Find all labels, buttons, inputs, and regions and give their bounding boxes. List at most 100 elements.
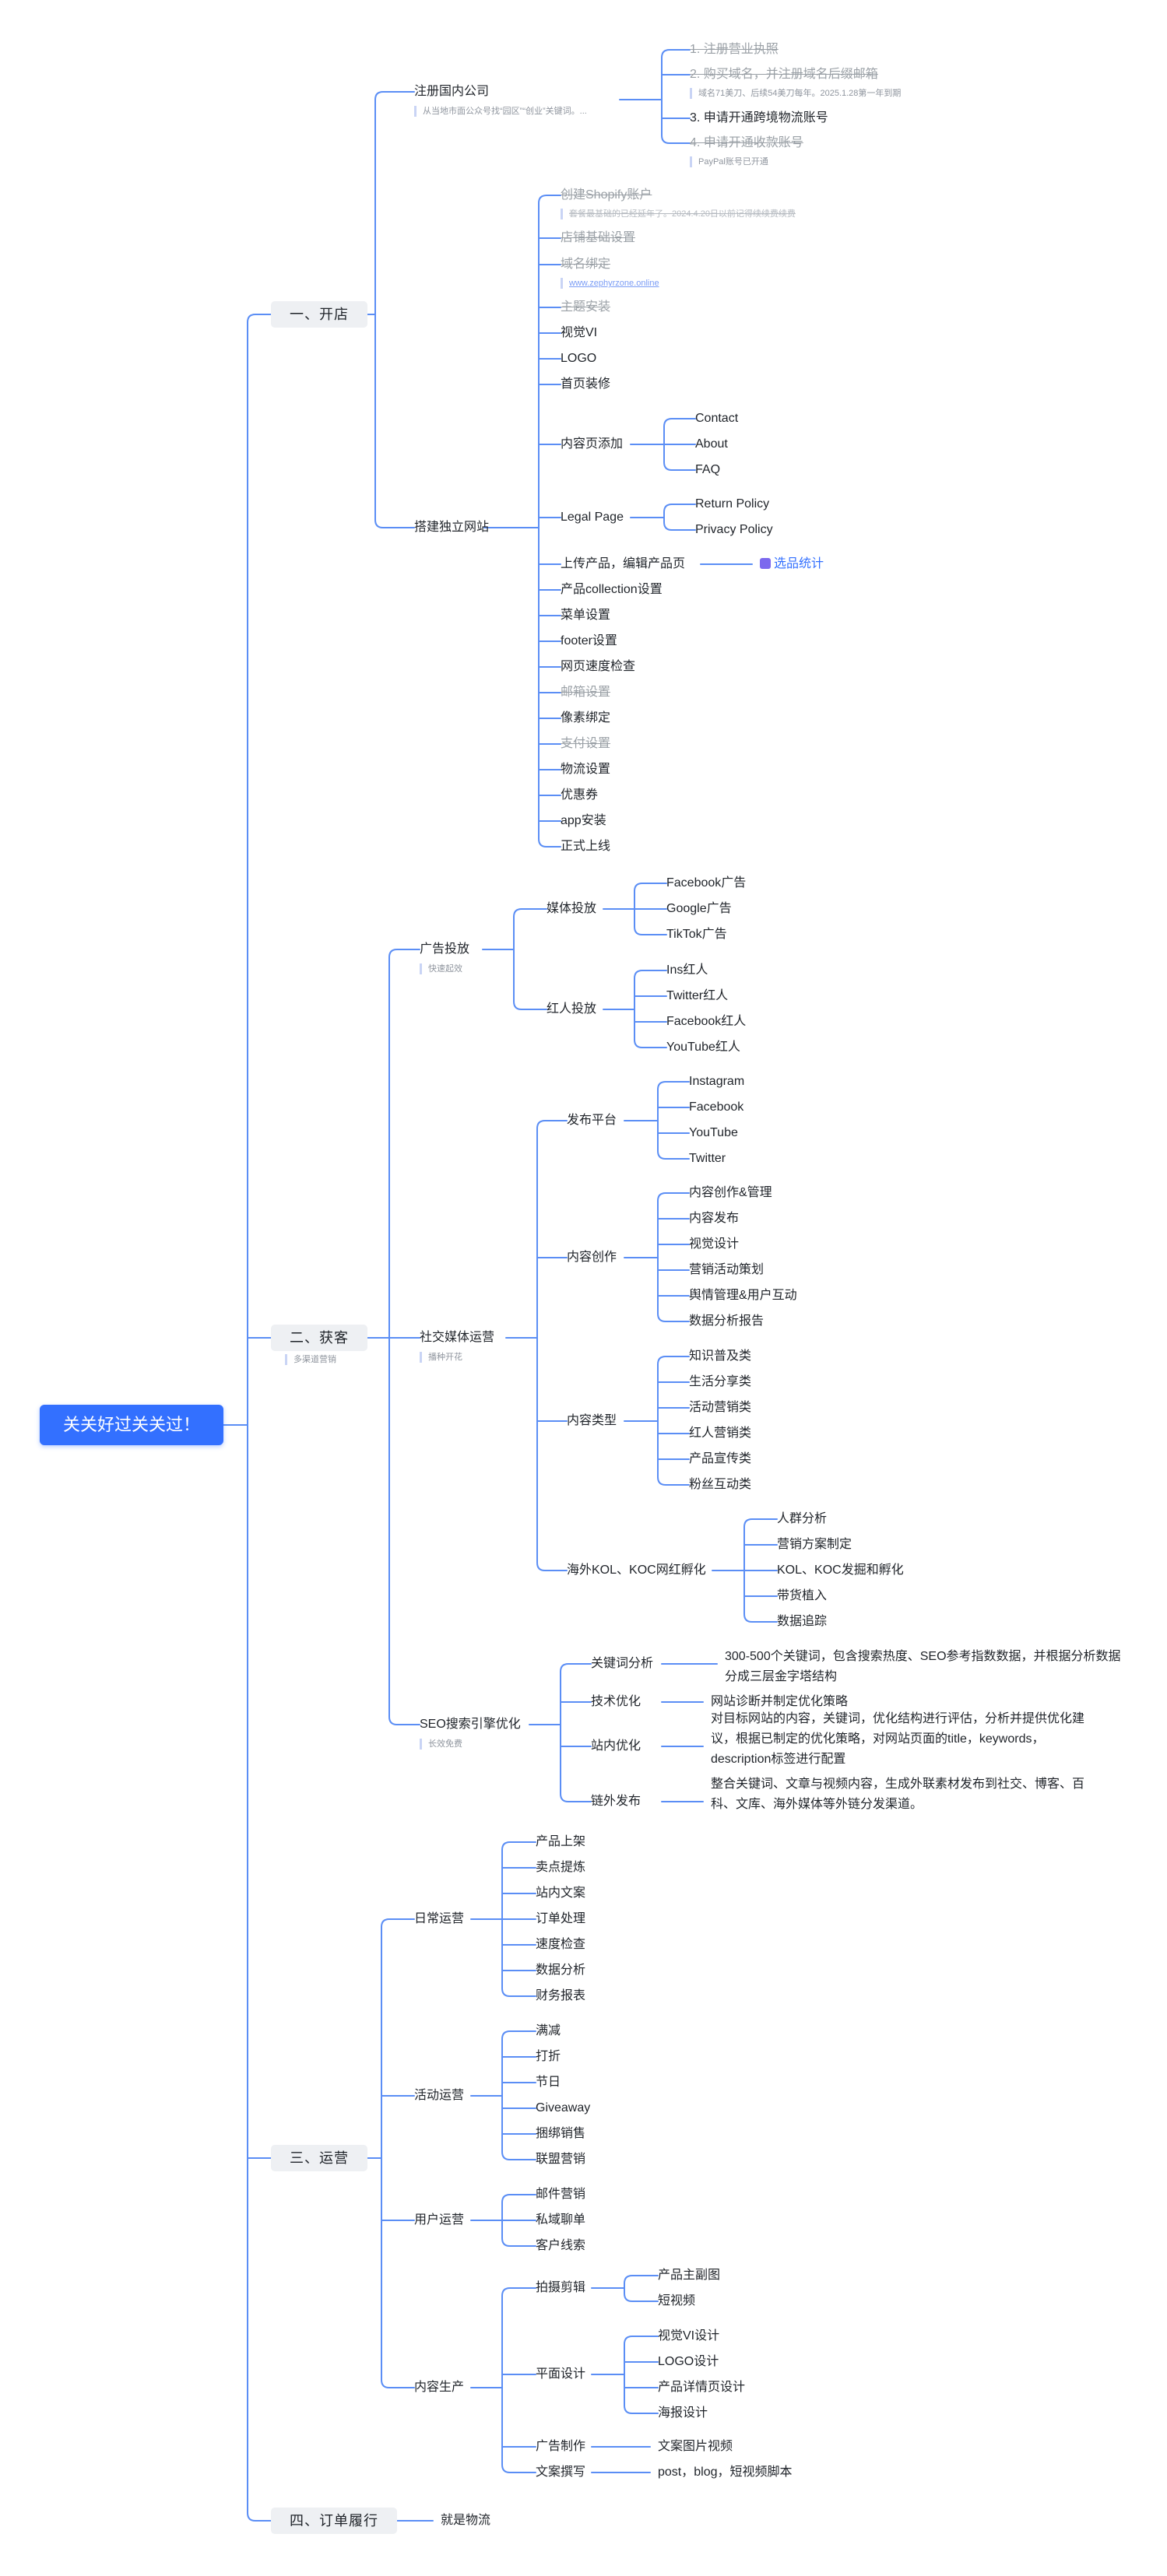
node-return-policy[interactable]: Return Policy: [695, 497, 770, 511]
node-logo[interactable]: LOGO: [561, 352, 597, 365]
site-task-item[interactable]: 支付设置: [561, 737, 611, 750]
node-publish-platform[interactable]: 发布平台: [567, 1114, 617, 1127]
content-type-item[interactable]: 生活分享类: [689, 1375, 752, 1388]
site-task-item[interactable]: footer设置: [561, 634, 617, 648]
kol-item[interactable]: 营销方案制定: [777, 1538, 852, 1551]
daily-ops-item[interactable]: 站内文案: [536, 1886, 586, 1900]
content-type-item[interactable]: 红人营销类: [689, 1427, 752, 1440]
kol-item[interactable]: 数据追踪: [777, 1615, 828, 1628]
content-type-item[interactable]: 知识普及类: [689, 1349, 752, 1363]
activity-ops-item[interactable]: Giveaway: [536, 2101, 591, 2114]
node-ads[interactable]: 广告投放: [420, 942, 470, 956]
creation-item[interactable]: 营销活动策划: [689, 1263, 765, 1276]
node-ins-influencer[interactable]: Ins红人: [666, 963, 708, 977]
node-product-images[interactable]: 产品主副图: [658, 2269, 721, 2282]
node-seo[interactable]: SEO搜索引擎优化: [420, 1718, 521, 1731]
node-contact[interactable]: Contact: [695, 412, 739, 425]
node-content-production[interactable]: 内容生产: [414, 2381, 465, 2394]
node-media-ads[interactable]: 媒体投放: [547, 902, 597, 915]
daily-ops-item[interactable]: 卖点提炼: [536, 1861, 586, 1874]
site-task-item[interactable]: app安装: [561, 814, 606, 827]
node-create-shopify[interactable]: 创建Shopify账户: [561, 188, 652, 202]
node-daily-ops[interactable]: 日常运营: [414, 1912, 465, 1925]
activity-ops-item[interactable]: 满减: [536, 2024, 561, 2037]
node-influencer-ads[interactable]: 红人投放: [547, 1002, 597, 1016]
node-ad-production[interactable]: 广告制作: [536, 2440, 586, 2453]
node-user-ops[interactable]: 用户运营: [414, 2213, 465, 2227]
site-task-item[interactable]: 优惠券: [561, 788, 599, 802]
creation-item[interactable]: 数据分析报告: [689, 1314, 765, 1328]
node-legal-page[interactable]: Legal Page: [561, 511, 624, 524]
node-graphic-design[interactable]: 平面设计: [536, 2367, 586, 2381]
site-task-item[interactable]: 网页速度检查: [561, 660, 636, 673]
daily-ops-item[interactable]: 订单处理: [536, 1912, 586, 1925]
activity-ops-item[interactable]: 打折: [536, 2050, 561, 2063]
link-domain[interactable]: www.zephyrzone.online: [561, 278, 659, 289]
creation-item[interactable]: 内容发布: [689, 1212, 740, 1225]
node-logo-design[interactable]: LOGO设计: [658, 2355, 719, 2368]
node-instagram[interactable]: Instagram: [689, 1075, 745, 1088]
node-detail-page-design[interactable]: 产品详情页设计: [658, 2381, 746, 2394]
node-keyword-analysis[interactable]: 关键词分析: [591, 1657, 654, 1670]
kol-item[interactable]: KOL、KOC发掘和孵化: [777, 1563, 904, 1577]
node-twitter-influencer[interactable]: Twitter红人: [666, 989, 729, 1002]
node-payment-account[interactable]: 4. 申请开通收款账号: [690, 136, 803, 149]
activity-ops-item[interactable]: 节日: [536, 2076, 561, 2089]
site-task-item[interactable]: 像素绑定: [561, 711, 611, 725]
node-facebook[interactable]: Facebook: [689, 1100, 744, 1114]
node-business-license[interactable]: 1. 注册营业执照: [690, 43, 779, 56]
creation-item[interactable]: 内容创作&管理: [689, 1186, 772, 1199]
node-privacy-policy[interactable]: Privacy Policy: [695, 523, 773, 536]
node-faq[interactable]: FAQ: [695, 463, 721, 476]
node-short-video[interactable]: 短视频: [658, 2294, 696, 2308]
node-kol-incubation[interactable]: 海外KOL、KOC网红孵化: [567, 1563, 706, 1577]
node-vi[interactable]: 视觉VI: [561, 326, 598, 339]
daily-ops-item[interactable]: 速度检查: [536, 1938, 586, 1951]
kol-item[interactable]: 人群分析: [777, 1512, 828, 1525]
activity-ops-item[interactable]: 联盟营销: [536, 2153, 586, 2166]
node-content-types[interactable]: 内容类型: [567, 1414, 617, 1427]
node-onsite-optimization[interactable]: 站内优化: [591, 1739, 641, 1753]
creation-item[interactable]: 视觉设计: [689, 1237, 740, 1251]
node-activity-ops[interactable]: 活动运营: [414, 2089, 465, 2102]
node-home[interactable]: 首页装修: [561, 377, 611, 391]
node-twitter[interactable]: Twitter: [689, 1152, 726, 1165]
node-shoot-edit[interactable]: 拍摄剪辑: [536, 2281, 586, 2294]
creation-item[interactable]: 舆情管理&用户互动: [689, 1289, 797, 1302]
node-social-media[interactable]: 社交媒体运营: [420, 1331, 495, 1344]
site-task-item[interactable]: 正式上线: [561, 840, 611, 853]
tag-product-stats[interactable]: 选品统计: [760, 556, 824, 572]
branch-fulfillment[interactable]: 四、订单履行: [271, 2508, 397, 2534]
user-ops-item[interactable]: 客户线索: [536, 2239, 586, 2252]
daily-ops-item[interactable]: 产品上架: [536, 1835, 586, 1848]
node-tech-optimization[interactable]: 技术优化: [591, 1695, 641, 1708]
node-post-blog-script[interactable]: post，blog，短视频脚本: [658, 2465, 793, 2479]
activity-ops-item[interactable]: 捆绑销售: [536, 2127, 586, 2140]
node-register-company[interactable]: 注册国内公司: [414, 85, 490, 98]
site-task-item[interactable]: 菜单设置: [561, 609, 611, 622]
daily-ops-item[interactable]: 财务报表: [536, 1989, 586, 2002]
node-upload-products[interactable]: 上传产品，编辑产品页: [561, 557, 686, 570]
content-type-item[interactable]: 活动营销类: [689, 1401, 752, 1414]
branch-operation[interactable]: 三、运营: [271, 2145, 367, 2171]
kol-item[interactable]: 带货植入: [777, 1589, 828, 1602]
site-task-item[interactable]: 物流设置: [561, 763, 611, 776]
node-theme[interactable]: 主题安装: [561, 300, 611, 314]
content-type-item[interactable]: 粉丝互动类: [689, 1478, 752, 1491]
content-type-item[interactable]: 产品宣传类: [689, 1452, 752, 1465]
node-facebook-influencer[interactable]: Facebook红人: [666, 1015, 747, 1028]
node-vi-design[interactable]: 视觉VI设计: [658, 2329, 720, 2343]
node-tiktok-ads[interactable]: TikTok广告: [666, 928, 727, 941]
root-node[interactable]: 关关好过关关过！: [40, 1405, 223, 1445]
user-ops-item[interactable]: 邮件营销: [536, 2188, 586, 2201]
branch-acquire[interactable]: 二、获客: [271, 1325, 367, 1351]
node-youtube-influencer[interactable]: YouTube红人: [666, 1041, 740, 1054]
node-domain-bind[interactable]: 域名绑定: [561, 258, 611, 271]
node-google-ads[interactable]: Google广告: [666, 902, 732, 915]
node-buy-domain[interactable]: 2. 购买域名，并注册域名后缀邮箱: [690, 68, 878, 81]
node-about[interactable]: About: [695, 437, 728, 451]
site-task-item[interactable]: 产品collection设置: [561, 583, 663, 596]
node-content-creation[interactable]: 内容创作: [567, 1251, 617, 1264]
branch-open-shop[interactable]: 一、开店: [271, 301, 367, 328]
node-external-links[interactable]: 链外发布: [591, 1795, 641, 1808]
